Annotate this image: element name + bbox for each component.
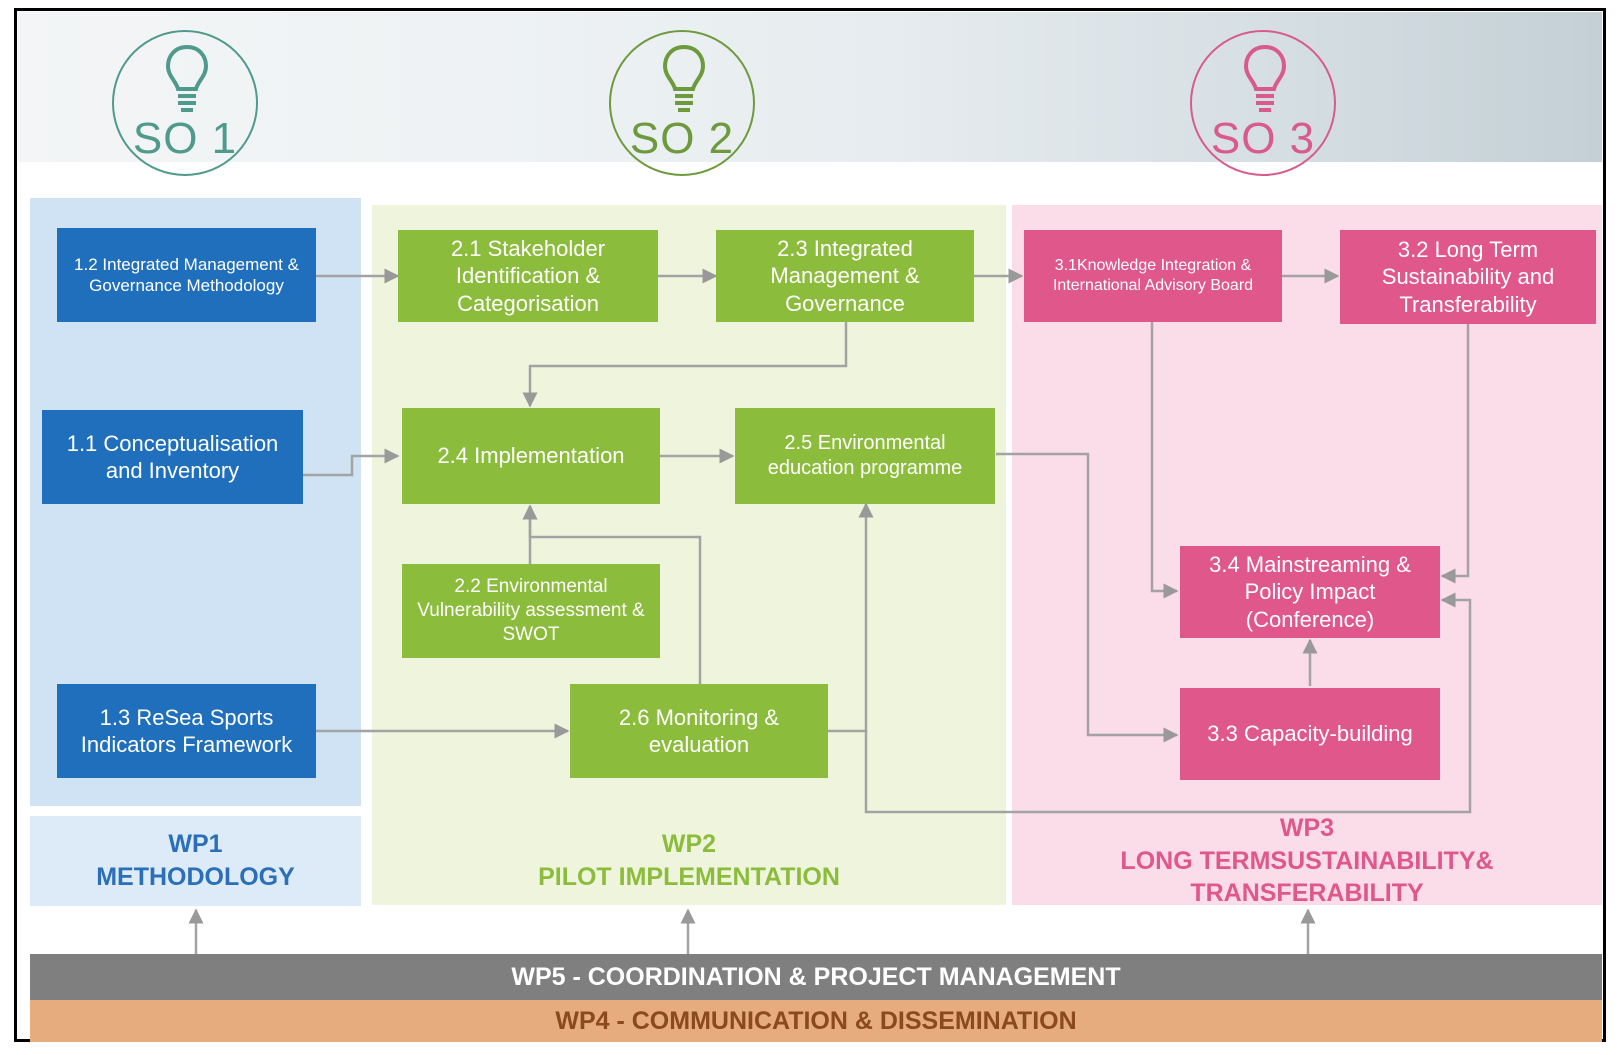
wp4-bar: WP4 - COMMUNICATION & DISSEMINATION (30, 1000, 1602, 1042)
task-3.2-box: 3.2 Long Term Sustainability and Transfe… (1340, 230, 1596, 324)
arrow-3.2-to-3.4 (1440, 324, 1470, 584)
lightbulb-icon (662, 44, 706, 112)
task-2.5-box: 2.5 Environmental education programme (735, 408, 995, 504)
arrow-1.1-to-2.4 (303, 448, 400, 477)
so3-label: SO 3 (1210, 114, 1316, 163)
wp3-title-line2: LONG TERMSUSTAINABILITY& (1120, 846, 1494, 875)
arrow-2.3-to-2.4 (522, 322, 848, 408)
arrow-2.6-to-2.5 (828, 502, 874, 733)
task-2.4-box: 2.4 Implementation (402, 408, 660, 504)
arrow-2.6-to-2.4 (522, 504, 702, 686)
wp3-label: WP3 LONG TERMSUSTAINABILITY& TRANSFERABI… (1012, 812, 1602, 910)
wp1-title-line2: METHODOLOGY (96, 862, 295, 891)
wp5-bar: WP5 - COORDINATION & PROJECT MANAGEMENT (30, 954, 1602, 1000)
wp2-title-line2: PILOT IMPLEMENTATION (538, 862, 840, 891)
task-2.6-box: 2.6 Monitoring & evaluation (570, 684, 828, 778)
wp2-label: WP2 PILOT IMPLEMENTATION (372, 828, 1006, 893)
task-2.2-box: 2.2 Environmental Vulnerability assessme… (402, 564, 660, 658)
wp1-label-panel (30, 816, 361, 906)
task-3.4-box: 3.4 Mainstreaming & Policy Impact (Confe… (1180, 546, 1440, 638)
task-3.3-box: 3.3 Capacity-building (1180, 688, 1440, 780)
wp3-title-line3: TRANSFERABILITY (1190, 879, 1424, 907)
arrow-2.6-to-3.4 (864, 592, 1472, 814)
so2-badge: SO 2 (609, 30, 755, 176)
so1-label: SO 1 (132, 114, 238, 163)
wp3-title-line1: WP3 (1279, 814, 1335, 842)
so3-badge: SO 3 (1190, 30, 1336, 176)
task-1.2-box: 1.2 Integrated Management & Governance M… (57, 228, 316, 322)
task-2.1-box: 2.1 Stakeholder Identification & Categor… (398, 230, 658, 322)
task-3.1-box: 3.1Knowledge Integration & International… (1024, 230, 1282, 322)
task-1.3-box: 1.3 ReSea Sports Indicators Framework (57, 684, 316, 778)
so1-badge: SO 1 (112, 30, 258, 176)
so2-label: SO 2 (629, 114, 735, 163)
lightbulb-icon (165, 44, 209, 112)
arrow-3.1-to-3.4 (1150, 322, 1179, 599)
lightbulb-icon (1243, 44, 1287, 112)
wp2-title-line1: WP2 (661, 830, 717, 858)
task-1.1-box: 1.1 Conceptualisation and Inventory (42, 410, 303, 504)
arrow-2.5-to-3.3 (996, 452, 1179, 743)
wp1-label: WP1 METHODOLOGY (30, 828, 361, 893)
task-2.3-box: 2.3 Integrated Management & Governance (716, 230, 974, 322)
wp1-title-line1: WP1 (168, 830, 223, 858)
objectives-header (18, 12, 1602, 162)
